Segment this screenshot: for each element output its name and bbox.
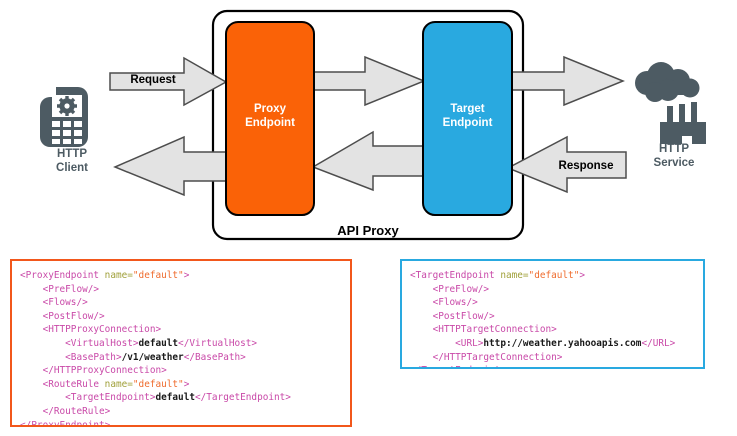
proxy-endpoint-label-line1: Proxy (254, 103, 286, 115)
code-line: </TargetEndpoint> (410, 364, 703, 367)
code-line: <PostFlow/> (432, 310, 495, 322)
factory-cloud-icon (635, 62, 706, 144)
code-line: <Flows/> (432, 297, 478, 309)
target-endpoint-label-line1: Target (450, 103, 485, 115)
code-line: <URL>http://weather.yahooapis.com</URL> (455, 337, 676, 349)
http-service-label-line2: Service (653, 157, 695, 169)
code-line: </ProxyEndpoint> (20, 419, 111, 427)
code-line: <Flows/> (42, 297, 88, 309)
code-line: <HTTPTargetConnection> (432, 324, 557, 336)
code-line: <TargetEndpoint name="default"> (410, 270, 586, 281)
code-line: <TargetEndpoint>default</TargetEndpoint> (65, 392, 291, 404)
proxy-endpoint-label: Proxy Endpoint (226, 102, 314, 130)
arrow-response (506, 135, 627, 194)
mobile-phone-icon (40, 87, 88, 147)
arrow-label-request: Request (130, 74, 176, 86)
arrow-target-to-service (504, 55, 625, 107)
arrow-request (109, 56, 228, 107)
proxy-endpoint-label-line2: Endpoint (245, 117, 295, 129)
code-line: <PreFlow/> (42, 283, 100, 295)
target-endpoint-label-line2: Endpoint (442, 117, 493, 129)
code-line: <HTTPProxyConnection> (42, 324, 162, 336)
cloud-icon (635, 62, 700, 102)
code-line: <RouteRule name="default"> (42, 378, 190, 390)
code-line: </HTTPProxyConnection> (42, 365, 167, 377)
arrow-proxy-to-client (113, 135, 227, 197)
arrow-label-response: Response (558, 160, 614, 172)
http-client-label-line1: HTTP (56, 148, 88, 160)
target-endpoint-label: Target Endpoint (423, 102, 512, 130)
code-line: </RouteRule> (42, 405, 111, 417)
gear-icon (57, 96, 77, 116)
target-endpoint-box[interactable] (422, 21, 513, 216)
http-service-label: HTTP Service (634, 142, 714, 170)
code-line: <PreFlow/> (432, 283, 490, 295)
code-line: <ProxyEndpoint name="default"> (20, 270, 190, 281)
code-line: <BasePath>/v1/weather</BasePath> (65, 351, 246, 363)
code-line: </HTTPTargetConnection> (432, 351, 563, 363)
code-line: <PostFlow/> (42, 310, 105, 322)
api-proxy-label: API Proxy (337, 223, 399, 238)
code-line: <VirtualHost>default</VirtualHost> (65, 337, 258, 349)
http-client-label-line2: Client (56, 162, 88, 174)
factory-icon (660, 102, 706, 144)
proxy-endpoint-code-block: <ProxyEndpoint name="default"> <PreFlow/… (10, 259, 352, 427)
target-endpoint-code-block: <TargetEndpoint name="default"> <PreFlow… (400, 259, 705, 369)
proxy-endpoint-box[interactable] (225, 21, 315, 216)
http-client-label: HTTP Client (34, 147, 110, 175)
http-service-label-line1: HTTP (658, 143, 690, 155)
